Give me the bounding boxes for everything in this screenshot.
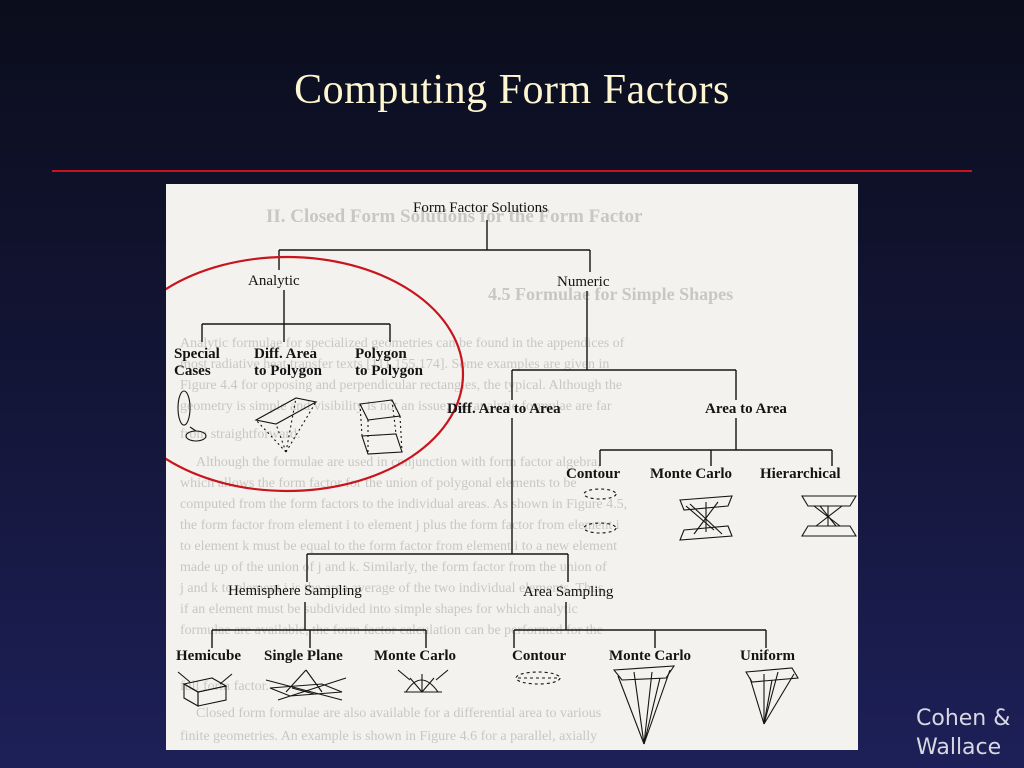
bleed-line: from straightforward. xyxy=(180,427,301,442)
uniform-sketch xyxy=(745,667,799,725)
bleed-line: which allows the form factor for the uni… xyxy=(180,476,577,491)
node-a2a-contour: Contour xyxy=(566,466,621,482)
bleed-line: Closed form formulae are also available … xyxy=(196,706,601,721)
node-diff-area-to-area: Diff. Area to Area xyxy=(447,401,561,417)
bleed-line: if an element must be subdivided into si… xyxy=(180,602,578,617)
polygon-to-polygon-sketch xyxy=(359,399,403,455)
title-divider xyxy=(52,170,972,172)
node-numeric: Numeric xyxy=(557,274,610,290)
illustrations xyxy=(177,390,857,745)
bleed-line: Figure 4.4 for opposing and perpendicula… xyxy=(180,378,622,393)
node-hemisphere-sampling: Hemisphere Sampling xyxy=(228,583,362,599)
bleed-line: Analytic formulae for specialized geomet… xyxy=(180,336,625,351)
node-as-contour: Contour xyxy=(512,648,567,664)
contour-sketch-top xyxy=(583,488,617,534)
slide-title: Computing Form Factors xyxy=(294,67,730,113)
node-hemisphere-monte-carlo: Monte Carlo xyxy=(374,648,457,664)
node-root: Form Factor Solutions xyxy=(413,200,549,216)
node-as-uniform: Uniform xyxy=(740,648,795,664)
monte-carlo-sketch-top xyxy=(679,495,733,541)
bleed-heading-chapter: II. Closed Form Solutions for the Form F… xyxy=(266,206,643,227)
hierarchical-sketch xyxy=(801,495,857,537)
node-diff-area-to-polygon: Diff. Area to Polygon xyxy=(254,346,322,380)
node-analytic: Analytic xyxy=(248,273,300,289)
author-credit: Cohen & Wallace xyxy=(916,704,1024,762)
credit-line-1: Cohen & xyxy=(916,706,1011,731)
node-a2a-monte-carlo: Monte Carlo xyxy=(650,466,733,482)
node-area-to-area: Area to Area xyxy=(705,401,787,417)
node-as-monte-carlo: Monte Carlo xyxy=(609,648,692,664)
bleed-line: to element k must be equal to the form f… xyxy=(180,539,617,554)
bleed-through-text: II. Closed Form Solutions for the Form F… xyxy=(179,206,733,744)
node-special-cases: Special Cases xyxy=(174,346,220,380)
node-polygon-to-polygon: Polygon to Polygon xyxy=(355,346,423,380)
credit-line-2: Wallace xyxy=(916,735,1002,760)
bleed-heading-section: 4.5 Formulae for Simple Shapes xyxy=(488,284,733,304)
special-cases-sketch xyxy=(177,390,207,442)
tree-connectors xyxy=(201,220,833,648)
bleed-line: made up of the union of j and k. Similar… xyxy=(180,560,607,575)
monte-carlo-hemisphere-sketch xyxy=(397,669,449,693)
highlight-ellipse xyxy=(166,255,465,493)
single-plane-sketch xyxy=(265,669,347,701)
bleed-line: computed from the form factors to the in… xyxy=(180,497,627,512)
node-special-cases-line2: Cases xyxy=(174,363,211,379)
node-single-plane: Single Plane xyxy=(264,648,343,664)
bleed-line: most radiative heat transfer texts [111,… xyxy=(180,357,609,372)
bleed-line: finite geometries. An example is shown i… xyxy=(180,729,597,744)
node-polygon-to-polygon-line2: to Polygon xyxy=(355,363,423,379)
diff-area-to-polygon-sketch xyxy=(254,397,318,453)
contour-sketch-bottom xyxy=(515,671,561,685)
bleed-line: j and k to element i is the area average… xyxy=(179,581,607,596)
scanned-figure: II. Closed Form Solutions for the Form F… xyxy=(166,184,858,750)
node-special-cases-line1: Special xyxy=(174,346,220,362)
node-area-sampling: Area Sampling xyxy=(523,584,614,600)
node-diff-area-to-polygon-line1: Diff. Area xyxy=(254,346,318,362)
bleed-line: the form factor from element i to elemen… xyxy=(180,518,620,533)
node-diff-area-to-polygon-line2: to Polygon xyxy=(254,363,322,379)
hemicube-sketch xyxy=(177,671,233,707)
bleed-line: Although the formulae are used in conjun… xyxy=(196,455,601,470)
node-hemicube: Hemicube xyxy=(176,648,241,664)
node-polygon-to-polygon-line1: Polygon xyxy=(355,346,407,362)
monte-carlo-sketch-bottom xyxy=(612,665,676,745)
node-a2a-hierarchical: Hierarchical xyxy=(760,466,841,482)
tree-diagram: II. Closed Form Solutions for the Form F… xyxy=(166,206,857,745)
